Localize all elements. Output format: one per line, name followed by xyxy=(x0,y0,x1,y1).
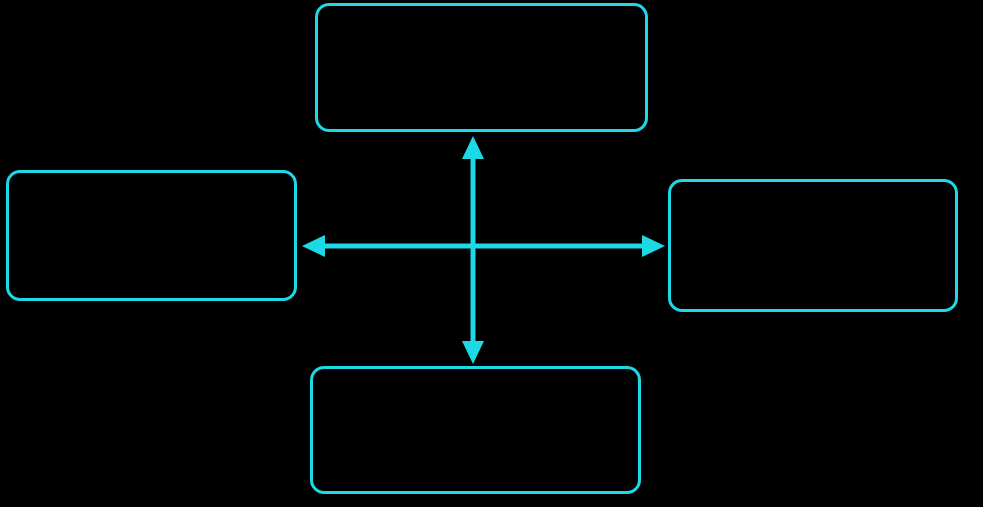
arrowhead-right-icon xyxy=(642,235,665,257)
diagram-node-left xyxy=(6,170,297,301)
arrowhead-up-icon xyxy=(462,136,484,159)
diagram-node-right xyxy=(668,179,958,312)
diagram-node-bottom xyxy=(310,366,641,494)
arrowhead-down-icon xyxy=(462,341,484,364)
arrowhead-left-icon xyxy=(302,235,325,257)
diagram-node-top xyxy=(315,3,648,132)
vertical-double-arrow xyxy=(462,136,484,364)
horizontal-double-arrow xyxy=(302,235,665,257)
